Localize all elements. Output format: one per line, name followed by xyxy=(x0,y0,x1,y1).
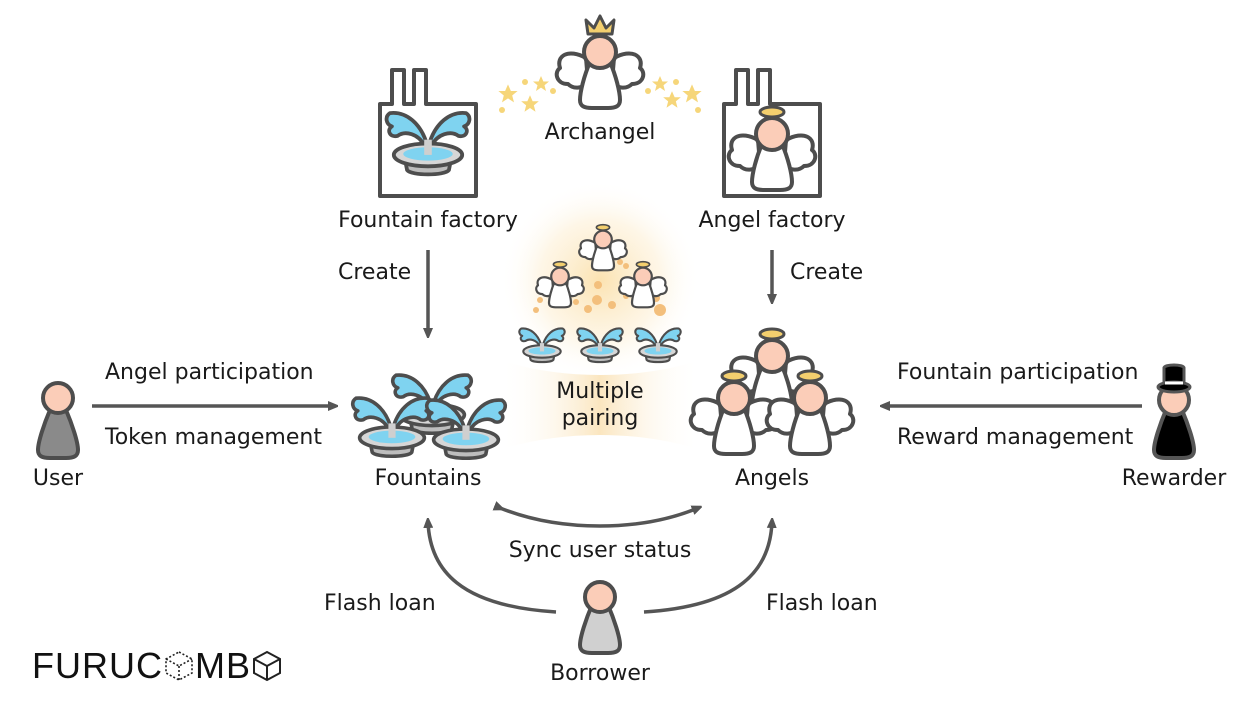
fountains-label: Fountains xyxy=(374,466,482,491)
arrow-sync-user-status xyxy=(500,508,698,528)
angels-label: Angels xyxy=(734,466,810,491)
cube-icon xyxy=(252,650,281,682)
token-management-label: Token management xyxy=(105,425,322,450)
borrower-label: Borrower xyxy=(550,661,650,686)
fountains-icon xyxy=(350,373,508,461)
pairing-glow xyxy=(500,180,700,380)
create-left-label: Create xyxy=(338,260,412,285)
angel-factory-label: Angel factory xyxy=(698,208,846,233)
rewarder-label: Rewarder xyxy=(1121,466,1227,491)
stars-right-icon xyxy=(645,76,702,113)
arrow-flash-loan-left xyxy=(428,522,557,614)
borrower-icon xyxy=(578,580,622,655)
furucombo-logo: FURUC MB xyxy=(32,645,283,687)
multiple-pairing-label-1: Multiple xyxy=(556,379,644,404)
dotted-cube-icon xyxy=(165,651,193,681)
arrow-flash-loan-right xyxy=(643,522,772,614)
create-right-label: Create xyxy=(790,260,864,285)
pairing-dots xyxy=(533,259,666,316)
archangel-icon xyxy=(554,14,646,110)
fountain-participation-label: Fountain participation xyxy=(897,360,1139,385)
flash-loan-left-label: Flash loan xyxy=(324,591,436,616)
multiple-pairing-label-2: pairing xyxy=(561,406,639,431)
reward-management-label: Reward management xyxy=(897,425,1134,450)
user-icon xyxy=(36,381,80,460)
angel-factory-icon xyxy=(722,68,822,198)
fountain-factory-icon xyxy=(378,68,478,198)
angel-participation-label: Angel participation xyxy=(105,360,314,385)
stars-left-icon xyxy=(498,76,556,113)
logo-text-end: MB xyxy=(194,645,251,686)
flash-loan-right-label: Flash loan xyxy=(766,591,878,616)
archangel-label: Archangel xyxy=(544,120,656,145)
user-label: User xyxy=(32,466,84,491)
fountain-factory-label: Fountain factory xyxy=(338,208,518,233)
angels-icon xyxy=(688,327,856,456)
pairing-band xyxy=(500,360,700,450)
rewarder-icon xyxy=(1152,363,1196,460)
logo-text-start: FURUC xyxy=(32,645,163,686)
sync-user-status-label: Sync user status xyxy=(508,538,692,563)
